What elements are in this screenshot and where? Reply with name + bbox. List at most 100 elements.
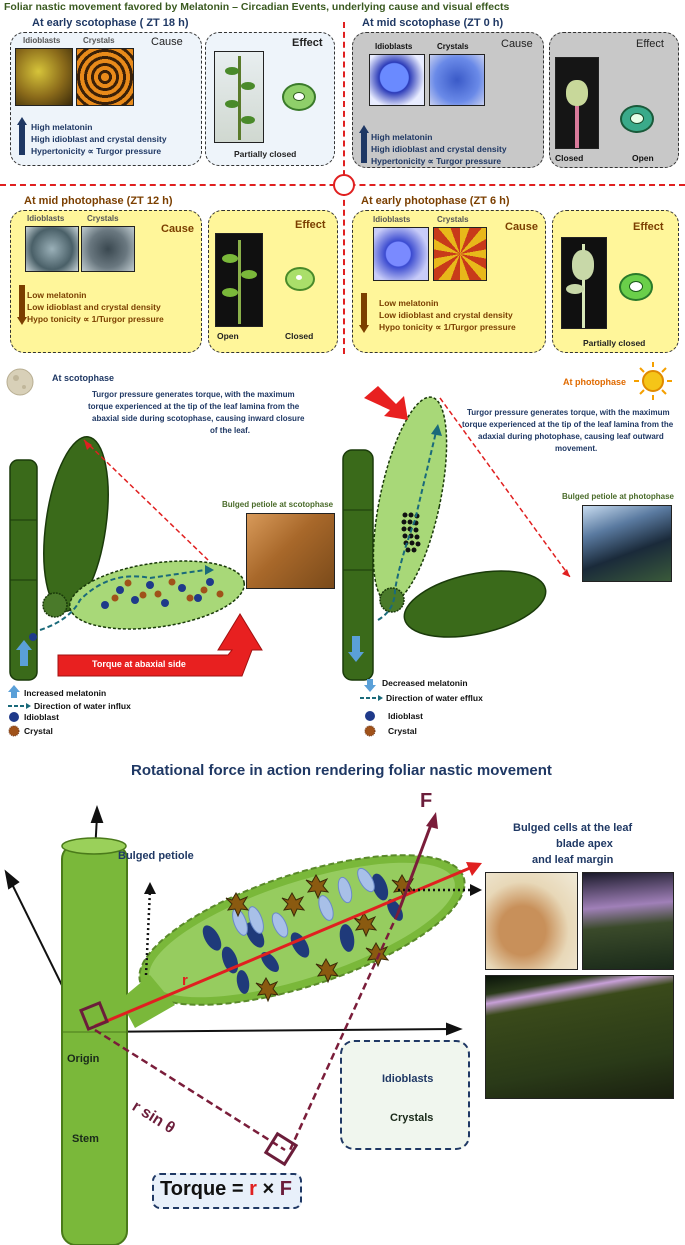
leaf-idioblasts-light <box>232 867 375 938</box>
label-crystals: Crystals <box>87 214 119 223</box>
stomata-icon <box>620 105 654 133</box>
legend-left-4: Crystal <box>24 726 53 736</box>
cause-label: Cause <box>501 38 533 50</box>
effect-label: Effect <box>292 37 323 49</box>
plant-photo <box>555 57 599 149</box>
scotophase-desc-3: abaxial side during scotophase, causing … <box>92 414 305 423</box>
early-photophase-cause-panel: Idioblasts Crystals Cause Low melatonin … <box>352 210 546 353</box>
early-photophase-title: At early photophase (ZT 6 h) <box>361 195 510 207</box>
r-sin-theta-label: r sin θ <box>128 1098 178 1138</box>
leaf-upper-right <box>372 396 448 604</box>
stem-bottom <box>61 844 128 1245</box>
scotophase-desc-4: of the leaf. <box>210 426 251 435</box>
torque-abaxial-label: Torque at abaxial side <box>92 659 186 669</box>
cause-line-1: Low melatonin <box>27 290 87 300</box>
effect-label: Effect <box>295 219 326 231</box>
legend-crystals-label: Crystals <box>390 1112 434 1124</box>
arrow-up-shaft <box>361 133 367 163</box>
leaf-idioblasts <box>202 873 403 994</box>
state-left-label: Open <box>217 331 239 341</box>
photophase-desc-1: Turgor pressure generates torque, with t… <box>467 408 670 417</box>
state-label: Partially closed <box>583 338 646 348</box>
scotophase-desc-2: torque experienced at the tip of the lea… <box>88 402 300 411</box>
bulged-cells-1: Bulged cells at the leaf <box>513 822 633 834</box>
cause-line-1: Low melatonin <box>379 298 439 308</box>
cause-line-2: High idioblast and crystal density <box>371 144 507 154</box>
main-title: Foliar nastic movement favored by Melato… <box>4 1 510 13</box>
bulged-scoto-label: Bulged petiole at scotophase <box>222 500 334 509</box>
stem-left <box>9 459 38 681</box>
label-crystals: Crystals <box>437 215 469 224</box>
cause-line-3: Hypertonicity ∝ Turgor pressure <box>31 146 162 156</box>
r-label: r <box>182 972 188 989</box>
mid-scotophase-cause-panel: Idioblasts Crystals Cause High melatonin… <box>352 32 544 168</box>
mid-scotophase-effect-panel: Effect Closed Open <box>549 32 679 168</box>
photophase-label: At photophase <box>563 377 626 387</box>
cause-line-2: High idioblast and crystal density <box>31 134 167 144</box>
arrow-down-icon <box>17 317 27 325</box>
melatonin-down-icon <box>348 636 364 662</box>
bulged-cells-2: blade apex <box>556 838 613 850</box>
early-scotophase-cause-panel: Idioblasts Crystals Cause High melatonin… <box>10 32 202 166</box>
F-vector <box>396 821 434 914</box>
stem-label: Stem <box>72 1133 99 1145</box>
cause-line-3: Hypo tonicity ∝ 1/Turgor pressure <box>27 314 164 324</box>
torque-text: Torque = <box>160 1178 250 1200</box>
label-idioblasts: Idioblasts <box>373 215 411 224</box>
center-target-icon <box>333 174 355 196</box>
plant-photo <box>214 51 264 143</box>
water-efflux-arrow <box>377 431 437 621</box>
plant-photo <box>561 237 607 329</box>
torque-F: F <box>279 1178 292 1200</box>
leaf-contents-right <box>401 512 421 553</box>
origin-label: Origin <box>67 1053 100 1065</box>
label-crystals: Crystals <box>83 36 115 45</box>
legend-left-1: Increased melatonin <box>24 688 107 698</box>
r-vector <box>94 866 471 1028</box>
idioblast-photo <box>25 226 79 272</box>
mid-photophase-cause-panel: Idioblasts Crystals Cause Low melatonin … <box>10 210 202 353</box>
leaf-margin-photo-1 <box>582 872 674 970</box>
idioblast-photo <box>369 54 425 106</box>
crystal-photo <box>433 227 487 281</box>
crystal-photo <box>81 226 135 272</box>
arrow-down-shaft <box>361 293 367 325</box>
melatonin-up-icon <box>16 640 32 666</box>
cause-label: Cause <box>505 221 539 233</box>
arrow-up-icon <box>17 117 27 125</box>
state-right-label: Open <box>632 153 654 163</box>
crystal-photo <box>429 54 485 106</box>
cause-line-1: High melatonin <box>371 132 433 142</box>
torque-adaxial-arrow <box>364 386 408 420</box>
photophase-desc-4: movement. <box>555 444 598 453</box>
stomata-icon <box>282 83 316 111</box>
legend-idioblasts-label: Idioblasts <box>382 1073 434 1085</box>
leaf-crystals <box>225 873 416 1003</box>
stomata-icon <box>619 273 653 301</box>
early-photophase-effect-panel: Effect Partially closed <box>552 210 679 353</box>
leaf-margin-photo-2 <box>485 975 674 1099</box>
legend-right-2: Direction of water efflux <box>386 693 483 703</box>
early-scotophase-title: At early scotophase ( ZT 18 h) <box>32 17 189 29</box>
mid-photophase-title: At mid photophase (ZT 12 h) <box>24 195 173 207</box>
effect-label: Effect <box>633 221 664 233</box>
bulged-petiole-label: Bulged petiole <box>118 850 194 862</box>
label-idioblasts: Idioblasts <box>375 42 413 51</box>
cause-line-2: Low idioblast and crystal density <box>379 310 513 320</box>
rotational-title: Rotational force in action rendering fol… <box>131 762 552 779</box>
cause-label: Cause <box>151 36 183 48</box>
state-right-label: Closed <box>285 331 314 341</box>
water-influx-arrow <box>39 569 206 631</box>
plant-photo <box>215 233 263 327</box>
state-left-label: Closed <box>555 153 584 163</box>
torque-times: × <box>256 1178 280 1200</box>
leaf-lower-left <box>68 560 246 630</box>
legend-right-1: Decreased melatonin <box>382 678 468 688</box>
torque-formula-box <box>152 1173 302 1209</box>
arrow-up-icon <box>359 125 369 133</box>
moon-icon <box>6 368 34 396</box>
bulged-photo-photo <box>582 505 672 582</box>
bulged-scoto-photo <box>246 513 335 589</box>
legend-crystal-icon <box>8 725 20 737</box>
F-label: F <box>420 790 433 812</box>
